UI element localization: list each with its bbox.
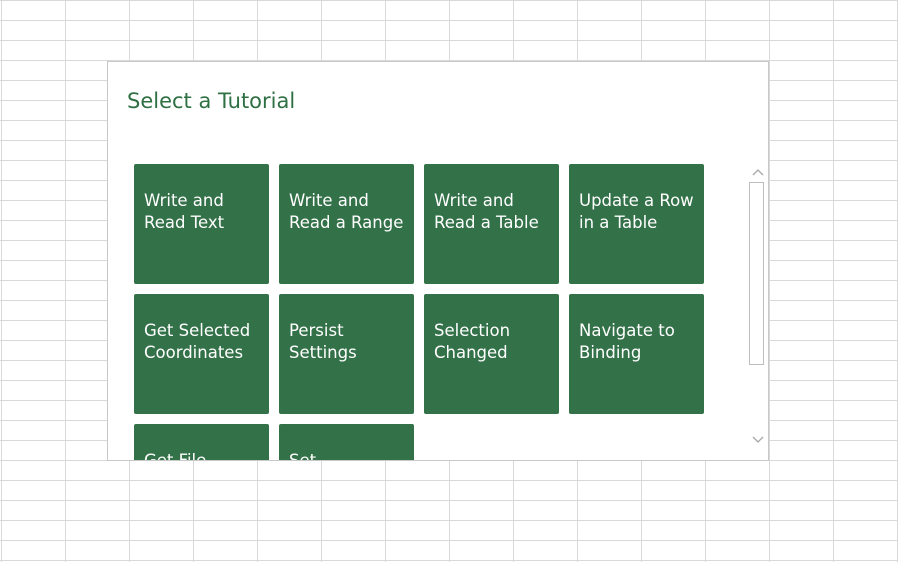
tile-label: Get File — [144, 451, 207, 461]
tile-label: Write and Read a Range — [289, 191, 404, 232]
chevron-down-icon[interactable] — [752, 432, 764, 444]
tile-persist-settings[interactable]: Persist Settings — [279, 294, 414, 414]
tile-get-selected-coordinates[interactable]: Get Selected Coordinates — [134, 294, 269, 414]
tile-write-read-range[interactable]: Write and Read a Range — [279, 164, 414, 284]
tile-label: Write and Read a Table — [434, 191, 539, 232]
tile-get-file[interactable]: Get File — [134, 424, 269, 461]
tile-set[interactable]: Set — [279, 424, 414, 461]
tile-label: Write and Read Text — [144, 191, 225, 232]
tile-label: Navigate to Binding — [579, 321, 675, 362]
tutorial-tiles: Write and Read Text Write and Read a Ran… — [134, 164, 734, 461]
scroll-thumb[interactable] — [749, 182, 764, 365]
tutorial-dialog: Select a Tutorial Write and Read Text Wr… — [107, 61, 769, 461]
dialog-title: Select a Tutorial — [127, 89, 296, 113]
vertical-scrollbar[interactable] — [748, 166, 768, 446]
tile-update-row[interactable]: Update a Row in a Table — [569, 164, 704, 284]
tile-label: Get Selected Coordinates — [144, 321, 251, 362]
tile-label: Selection Changed — [434, 321, 511, 362]
tile-write-read-text[interactable]: Write and Read Text — [134, 164, 269, 284]
tile-navigate-binding[interactable]: Navigate to Binding — [569, 294, 704, 414]
tile-write-read-table[interactable]: Write and Read a Table — [424, 164, 559, 284]
tile-selection-changed[interactable]: Selection Changed — [424, 294, 559, 414]
tile-label: Persist Settings — [289, 321, 357, 362]
chevron-up-icon[interactable] — [752, 166, 764, 178]
tile-label: Update a Row in a Table — [579, 191, 694, 232]
tile-label: Set — [289, 451, 317, 461]
